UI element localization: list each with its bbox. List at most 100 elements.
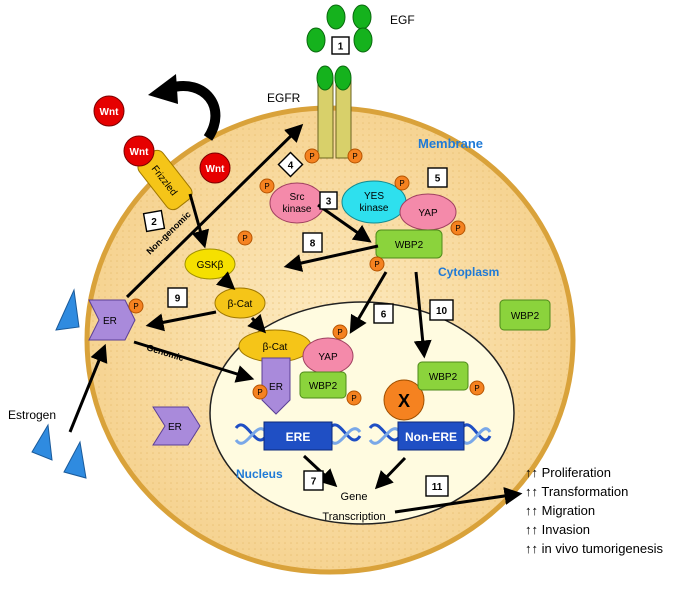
step-number-7: 7	[311, 477, 317, 488]
egfr-bound-egf	[334, 65, 352, 91]
ere-label: ERE	[286, 430, 311, 444]
estrogen-molecules	[31, 288, 87, 479]
arrow-bcat-to-er	[145, 310, 217, 332]
beta-catenin-cytoplasm	[214, 287, 266, 319]
er-nucleus-label: ER	[269, 382, 283, 393]
cytoplasmic-er-label: ER	[168, 422, 182, 433]
phospho-circle	[369, 256, 385, 272]
src-kinase-label-1: Src	[290, 192, 305, 203]
dna-strand	[368, 423, 402, 442]
phospho-label: P	[474, 384, 479, 393]
step-markers: 1 2 3 4 5 6 7 8 9 10 11	[142, 36, 454, 497]
dna-strand	[234, 423, 268, 442]
outcomes-list: ↑↑ Proliferation ↑↑ Transformation ↑↑ Mi…	[525, 465, 663, 556]
arrow-gsk3b-to-bcat	[215, 271, 236, 290]
arrow-er-to-egfr	[125, 123, 304, 299]
arrow-non-ere-to-transcription	[374, 456, 407, 490]
egf-ligand	[326, 4, 346, 30]
yap-nucleus-label: YAP	[318, 352, 338, 363]
wnt-ligand	[199, 152, 231, 184]
yap-cytoplasm-label: YAP	[418, 208, 438, 219]
estrogen-triangle	[55, 288, 80, 331]
phospho-label: P	[133, 302, 138, 311]
membrane-er	[88, 299, 136, 341]
membrane-label: Membrane	[418, 136, 483, 151]
step-box-2	[142, 209, 166, 233]
gene-transcription-label-2: Transcription	[322, 511, 385, 523]
dna-non-ere	[368, 423, 492, 445]
step-number-9: 9	[175, 294, 181, 305]
step-number-1: 1	[338, 42, 344, 53]
egf-ligands	[306, 4, 373, 53]
phospho-label: P	[242, 234, 247, 243]
gsk3b-label: GSKβ	[197, 260, 224, 271]
egf-label: EGF	[390, 13, 415, 27]
arrow-frizzled-to-gsk3b	[188, 193, 210, 249]
phospho-label: P	[351, 394, 356, 403]
wnt-frizzled: Frizzled Wnt Wnt Wnt	[93, 74, 231, 211]
arrow-transcription-to-outcomes	[394, 487, 523, 514]
wbp2-nucleus-ere-label: WBP2	[309, 381, 338, 392]
estrogen-label: Estrogen	[8, 408, 56, 422]
wbp2-cytoplasm-label: WBP2	[395, 240, 424, 251]
egf-ligand	[306, 27, 326, 53]
step-box-10	[429, 299, 454, 321]
non-ere-label: Non-ERE	[405, 430, 457, 444]
step-box-9	[167, 287, 188, 308]
arrow-genomic	[133, 340, 255, 383]
egfr-bound-egf	[316, 65, 334, 91]
egfr-receptor	[316, 65, 352, 159]
wnt-label: Wnt	[130, 147, 150, 158]
non-ere-element	[397, 421, 465, 451]
arrow-wbp2-to-nuclear-complex	[349, 271, 388, 334]
dna-strand	[328, 427, 362, 445]
cytoplasmic-er	[152, 406, 201, 446]
wnt-ligand	[93, 95, 125, 127]
phospho-label: P	[374, 260, 379, 269]
dna-strand	[460, 427, 492, 445]
dna-strand	[460, 423, 492, 442]
unknown-factor-x	[383, 379, 425, 421]
dna-ere	[234, 423, 362, 445]
step-number-6: 6	[381, 310, 387, 321]
step-number-5: 5	[435, 174, 441, 185]
unknown-factor-x-label: X	[398, 391, 410, 411]
estrogen-triangle	[63, 440, 87, 479]
step-number-4: 4	[288, 161, 294, 172]
arrow-wbp2-to-non-ere	[413, 271, 432, 359]
gene-transcription-label-1: Gene	[341, 491, 368, 503]
wbp2-nucleus-ere	[299, 371, 347, 399]
phospho-label: P	[399, 179, 404, 188]
phospho-circle	[252, 384, 268, 400]
wbp2-free-label: WBP2	[511, 311, 540, 322]
wnt-label: Wnt	[100, 107, 120, 118]
src-kinase	[269, 182, 325, 224]
step-box-3	[319, 191, 338, 210]
arrow-estrogen-to-er	[68, 343, 108, 433]
step-box-5	[427, 167, 448, 188]
arrow-src-to-wbp2	[317, 203, 372, 243]
egfr-chain-left	[317, 79, 334, 159]
phospho-label: P	[455, 224, 460, 233]
wbp2-nucleus-non-ere	[417, 361, 469, 391]
egf-ligand	[353, 27, 373, 53]
nucleus-label: Nucleus	[236, 467, 283, 481]
dna-strand	[328, 423, 362, 442]
yes-kinase-label-2: kinase	[360, 203, 389, 214]
phospho-circle	[332, 324, 348, 340]
step-number-11: 11	[432, 482, 443, 493]
egfr-label: EGFR	[267, 91, 301, 105]
phospho-circle	[237, 230, 253, 246]
outcome-invasion: ↑↑ Invasion	[525, 522, 590, 537]
step-box-8	[302, 232, 323, 253]
outcome-tumorigenesis: ↑↑ in vivo tumorigenesis	[525, 541, 663, 556]
wbp2-cytoplasm	[375, 229, 443, 259]
step-box-7	[303, 470, 324, 491]
beta-catenin-nucleus-label: β-Cat	[263, 342, 288, 353]
phospho-circle	[128, 298, 144, 314]
phospho-label: P	[257, 388, 262, 397]
phospho-circle	[347, 148, 363, 164]
arrow-ere-to-transcription	[302, 454, 338, 488]
phospho-circle	[346, 390, 362, 406]
